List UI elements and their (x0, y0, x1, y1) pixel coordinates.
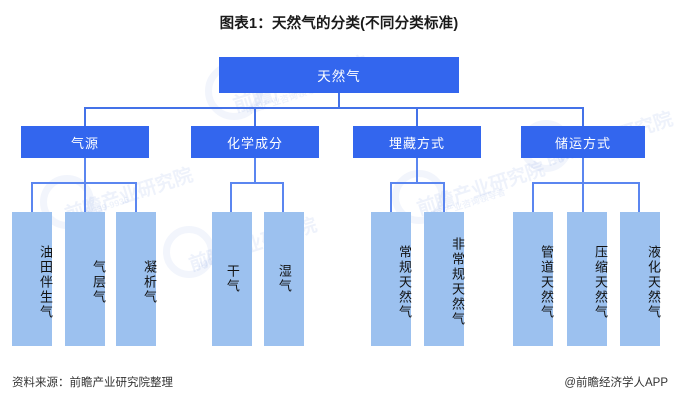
connector-root-stem (338, 93, 340, 108)
connector-g2-drop-1 (230, 182, 232, 212)
connector-g2-bus (230, 182, 284, 184)
node-branch-burial-mode[interactable]: 埋藏方式 (353, 126, 481, 158)
node-label: 干气 (224, 264, 240, 294)
node-label: 压缩天然气 (593, 244, 608, 320)
connector-g4-stem (582, 158, 584, 183)
node-label: 气层气 (91, 259, 106, 305)
node-label: 管道天然气 (539, 244, 554, 320)
node-leaf-dry-gas[interactable]: 干气 (212, 212, 252, 346)
watermark-logo (163, 226, 215, 278)
node-leaf-condensate-gas[interactable]: 凝析气 (116, 212, 157, 346)
connector-g3-bus (390, 182, 445, 184)
connector-drop-branch-2 (254, 107, 256, 126)
node-leaf-liquefied-natural-gas[interactable]: 液化天然气 (620, 212, 661, 346)
node-label: 天然气 (317, 69, 361, 84)
connector-g4-drop-2 (582, 182, 584, 212)
node-leaf-conventional-natural-gas[interactable]: 常规天然气 (371, 212, 412, 346)
node-label: 化学成分 (226, 135, 283, 151)
node-branch-chemical-composition[interactable]: 化学成分 (191, 126, 319, 158)
node-label: 油田伴生气 (38, 244, 53, 320)
connector-g1-drop-1 (31, 182, 33, 212)
node-leaf-pipeline-natural-gas[interactable]: 管道天然气 (513, 212, 554, 346)
connector-g1-drop-3 (135, 182, 137, 212)
node-leaf-associated-gas[interactable]: 油田伴生气 (12, 212, 53, 346)
node-leaf-compressed-natural-gas[interactable]: 压缩天然气 (567, 212, 608, 346)
connector-drop-branch-4 (582, 107, 584, 126)
connector-g3-drop-1 (390, 182, 392, 212)
node-label: 埋藏方式 (388, 135, 445, 151)
node-root-natural-gas[interactable]: 天然气 (219, 57, 459, 93)
node-label: 液化天然气 (646, 244, 661, 320)
node-leaf-gas-reservoir-gas[interactable]: 气层气 (65, 212, 106, 346)
node-leaf-unconventional-natural-gas[interactable]: 非常规天然气 (424, 212, 465, 346)
connector-g3-stem (416, 158, 418, 183)
connector-g3-drop-2 (443, 182, 445, 212)
node-label: 常规天然气 (397, 244, 412, 320)
connector-g1-drop-2 (84, 182, 86, 212)
node-label: 储运方式 (554, 135, 611, 151)
watermark-text: 前瞻产业研究院 (414, 158, 548, 220)
node-label: 非常规天然气 (450, 237, 465, 327)
connector-g2-stem (254, 158, 256, 183)
connector-g4-drop-3 (638, 182, 640, 212)
node-label: 湿气 (276, 264, 292, 294)
connector-level1-bus (84, 107, 584, 109)
page-title: 图表1：天然气的分类(不同分类标准) (219, 16, 459, 32)
connector-g2-drop-2 (282, 182, 284, 212)
connector-g4-drop-1 (532, 182, 534, 212)
node-label: 凝析气 (142, 259, 157, 305)
connector-g1-stem (84, 158, 86, 183)
connector-drop-branch-1 (84, 107, 86, 126)
node-branch-gas-source[interactable]: 气源 (21, 126, 149, 158)
app-attribution: @前瞻经济学人APP (564, 377, 668, 389)
node-branch-storage-transport[interactable]: 储运方式 (521, 126, 645, 158)
connector-g4-bus (532, 182, 640, 184)
node-leaf-wet-gas[interactable]: 湿气 (264, 212, 304, 346)
source-note: 资料来源：前瞻产业研究院整理 (12, 377, 173, 389)
connector-drop-branch-3 (416, 107, 418, 126)
node-label: 气源 (70, 135, 99, 151)
